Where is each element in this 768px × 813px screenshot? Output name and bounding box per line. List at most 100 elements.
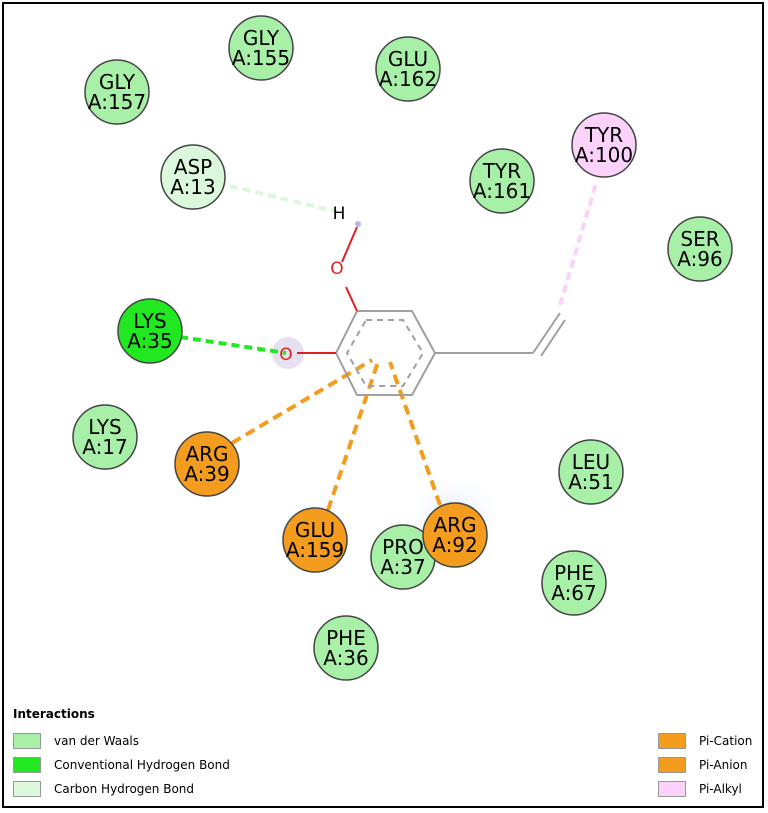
residue-circle (313, 615, 379, 681)
residue-name: ASP (174, 155, 212, 179)
legend-label: Conventional Hydrogen Bond (54, 758, 230, 772)
legend-label: Pi-Cation (699, 734, 753, 748)
vinyl-double-bond-b (540, 319, 566, 357)
residue-name: GLY (243, 26, 280, 50)
residue-id: A:17 (82, 435, 128, 459)
residue-name: GLU (388, 47, 428, 71)
residue-circle (422, 502, 488, 568)
residue-circle (72, 404, 138, 470)
legend-item-van-der-waals: van der Waals (13, 732, 139, 750)
residue-circle (469, 148, 535, 214)
residue-name: TYR (482, 159, 521, 183)
pi-cation-line-arg92 (388, 361, 442, 506)
residue-id: A:35 (127, 329, 173, 353)
legend-label: Pi-Alkyl (699, 782, 742, 796)
pi-cation-line-arg39 (230, 358, 374, 445)
residue-id: A:92 (432, 533, 478, 557)
legend-title: Interactions (13, 707, 95, 721)
residue-name: PRO (382, 535, 424, 559)
benzene-ring (334, 310, 437, 396)
interaction-lines (179, 179, 599, 511)
residue-name: LYS (133, 309, 166, 333)
residue-circle (174, 431, 240, 497)
residue-name: ARG (433, 513, 476, 537)
legend-item-conventional-hbond: Conventional Hydrogen Bond (13, 756, 230, 774)
hbond-line-lys35 (179, 335, 287, 355)
residue-name: ARG (185, 442, 228, 466)
ring-to-oh-bond (345, 286, 358, 312)
legend-item-carbon-hbond: Carbon Hydrogen Bond (13, 780, 194, 798)
legend-label: Pi-Anion (699, 758, 748, 772)
legend-swatch (658, 781, 686, 797)
residue-name: PHE (554, 561, 594, 585)
legend-item-pi-anion: Pi-Anion (658, 756, 747, 774)
ligand (297, 226, 566, 396)
pi-alkyl-line-tyr100 (558, 179, 599, 306)
residue-circle (667, 216, 733, 282)
residue-circle (282, 507, 348, 573)
legend-swatch (658, 733, 686, 749)
oxygen-atom-label-1: O (330, 259, 343, 279)
residue-id: A:51 (568, 470, 614, 494)
residue-circle (558, 439, 624, 505)
residue-id: A:13 (170, 175, 216, 199)
residue-id: A:159 (286, 538, 344, 562)
residue-circle (84, 59, 150, 125)
residue-id: A:37 (380, 555, 426, 579)
residue-name: PHE (326, 626, 366, 650)
residue-circle (228, 15, 294, 81)
oxygen-atom-label-2: O (279, 345, 292, 365)
oh-o-to-h-bond (341, 226, 358, 263)
aromatic-inner-ring (345, 319, 425, 387)
residue-id: A:39 (184, 462, 230, 486)
residue-circle (117, 298, 183, 364)
residue-id: A:67 (551, 581, 597, 605)
legend-item-pi-cation: Pi-Cation (658, 732, 752, 750)
ligand-atoms: H O O (279, 204, 361, 365)
residue-id: A:157 (88, 90, 146, 114)
residue-name: LYS (88, 415, 121, 439)
residue-circle (541, 550, 607, 616)
residue-name: GLY (99, 70, 136, 94)
residue-id: A:36 (323, 646, 369, 670)
legend-item-pi-alkyl: Pi-Alkyl (658, 780, 742, 798)
legend-swatch (13, 781, 41, 797)
legend-label: van der Waals (54, 734, 140, 748)
legend-swatch (658, 757, 686, 773)
residue-name: TYR (584, 123, 623, 147)
residue-name: LEU (572, 450, 610, 474)
residue-name: GLU (295, 518, 335, 542)
residue-circle (571, 112, 637, 178)
vinyl-double-bond-a (532, 312, 561, 354)
legend-swatch (13, 757, 41, 773)
residue-id: A:161 (473, 179, 531, 203)
residue-circle (160, 144, 226, 210)
hydrogen-atom-label: H (333, 204, 346, 224)
legend-swatch (13, 733, 41, 749)
carbon-hbond-line-asp13 (229, 184, 339, 214)
residue-id: A:96 (677, 247, 723, 271)
residue-circle (375, 36, 441, 102)
residue-id: A:162 (379, 67, 437, 91)
pi-anion-line-glu159 (326, 361, 380, 511)
legend-label: Carbon Hydrogen Bond (54, 782, 195, 796)
residue-name: SER (680, 227, 719, 251)
residue-id: A:100 (575, 143, 633, 167)
residue-layer: GLYA:155GLYA:157GLUA:162ASPA:13TYRA:161T… (72, 15, 733, 681)
